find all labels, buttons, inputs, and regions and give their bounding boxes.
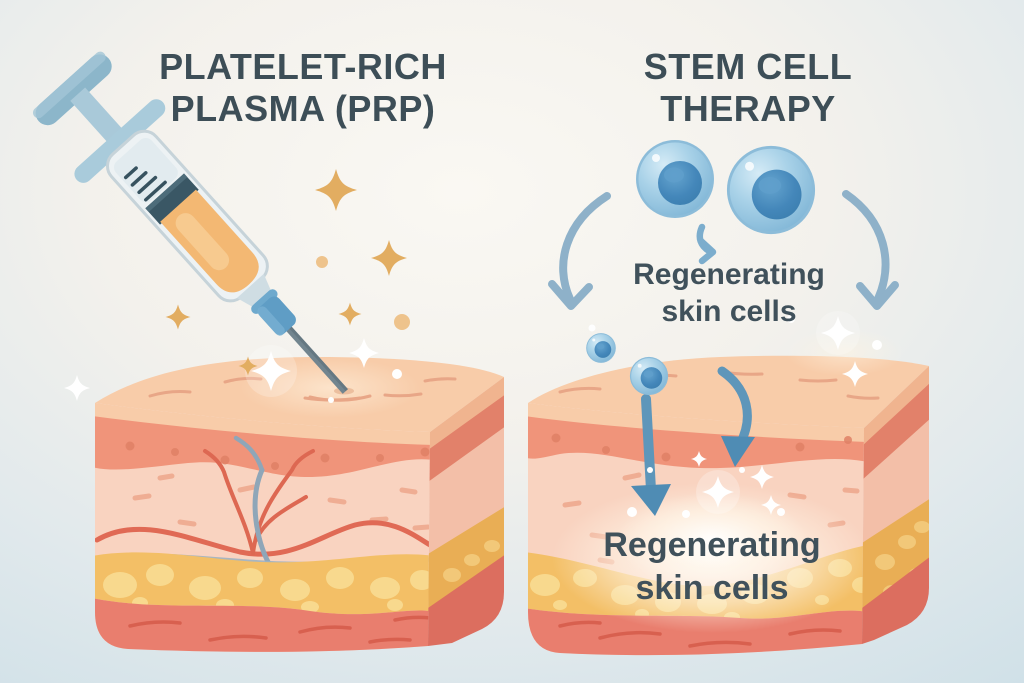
muscle-texture bbox=[558, 620, 842, 648]
plunger-seal bbox=[145, 173, 199, 225]
curved-down-arrow-icon bbox=[717, 366, 752, 449]
skin-front-face bbox=[95, 403, 430, 652]
down-arrow-icon bbox=[641, 394, 656, 495]
syringe-icon bbox=[32, 51, 348, 394]
plunger-handle bbox=[35, 54, 112, 126]
white-sparkles-top bbox=[787, 311, 882, 387]
curved-arrows bbox=[548, 190, 899, 310]
skin-cross-section-left bbox=[64, 338, 504, 652]
epidermis-layer bbox=[528, 416, 864, 469]
plunger-rod bbox=[70, 87, 127, 147]
curved-arrow-icon-right bbox=[842, 190, 890, 303]
barrel-graduations bbox=[123, 166, 167, 202]
barrel-flange bbox=[74, 99, 166, 183]
stem-cell-icon-large-1 bbox=[636, 140, 714, 218]
muscle-layer bbox=[95, 598, 430, 652]
muscle-texture bbox=[128, 615, 430, 644]
dermis-texture bbox=[132, 473, 430, 531]
needle-hub bbox=[258, 296, 296, 335]
epidermis-layer bbox=[95, 416, 430, 478]
stem-cell-icon-small-1 bbox=[586, 333, 616, 363]
fat-layer bbox=[95, 552, 430, 615]
white-sparkles-dermis bbox=[627, 451, 785, 518]
skin-side-face bbox=[428, 377, 504, 646]
skin-side-face bbox=[862, 366, 929, 644]
stem-cell-icon-small-2 bbox=[629, 356, 669, 396]
epidermis-dots bbox=[125, 441, 430, 470]
arrows-into-skin bbox=[631, 366, 755, 516]
curved-arrow-icon-left bbox=[559, 192, 611, 303]
gold-sparkles bbox=[165, 169, 410, 376]
white-sparkles-left-block bbox=[64, 338, 402, 403]
fat-cells bbox=[103, 564, 430, 613]
stem-cell-icon-large-2 bbox=[726, 145, 816, 235]
skin-front-face bbox=[528, 403, 864, 656]
syringe-needle bbox=[285, 325, 348, 394]
skin-cross-section-right bbox=[528, 311, 929, 656]
